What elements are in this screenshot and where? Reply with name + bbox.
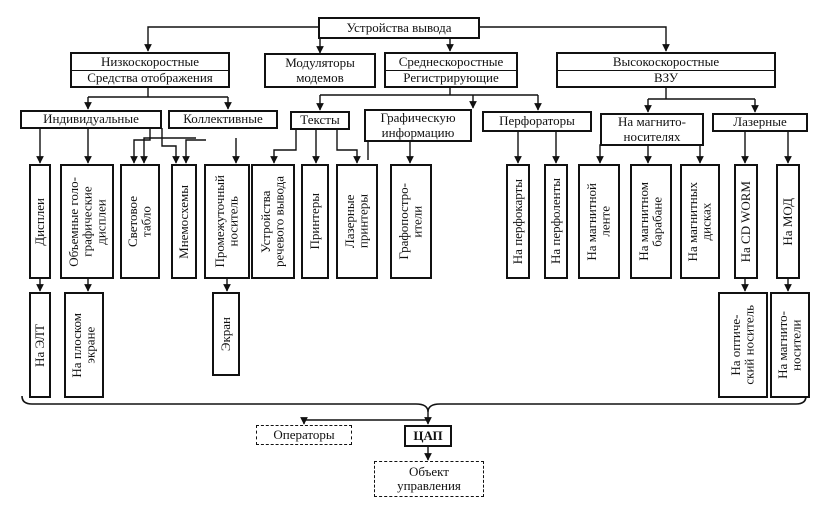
high-speed-label: Высокоскоростные [612, 53, 720, 69]
high-speed-group: Высокоскоростные ВЗУ [556, 52, 776, 88]
display-means-label: Средства отображения [72, 69, 228, 87]
magnetic-tape-box: На магнитной ленте [578, 164, 620, 279]
dac-box: ЦАП [404, 425, 452, 447]
punch-tapes-box: На перфоленты [544, 164, 568, 279]
crt-box: На ЭЛТ [29, 292, 51, 398]
flat-screen-box: На плоском экране [64, 292, 104, 398]
mod-box: На МОД [776, 164, 800, 279]
modulators-modems: Модуляторы модемов [264, 53, 376, 88]
punch-cards-box: На перфокарты [506, 164, 530, 279]
root-output-devices: Устройства вывода [318, 17, 480, 39]
magnetic-media-box: На магнито- носителях [600, 113, 704, 146]
collective-box: Коллективные [168, 110, 278, 129]
magneto-carriers-box: На магнито- носители [770, 292, 810, 398]
displays-box: Дисплеи [29, 164, 51, 279]
screen-box: Экран [212, 292, 240, 376]
plotters-box: Графопостро- ители [390, 164, 432, 279]
printers-box: Принтеры [301, 164, 329, 279]
magnetic-drum-box: На магнитном барабане [630, 164, 672, 279]
low-speed-group: Низкоскоростные Средства отображения [70, 52, 230, 88]
intermediate-carrier-box: Промежуточный носитель [204, 164, 250, 279]
low-speed-label: Низкоскоростные [100, 53, 200, 69]
magnetic-disks-box: На магнитных дисках [680, 164, 720, 279]
recording-label: Регистрирующие [386, 69, 516, 87]
external-storage-label: ВЗУ [558, 69, 774, 87]
speech-output-box: Устройства речевого вывода [251, 164, 295, 279]
light-board-box: Световое табло [120, 164, 160, 279]
operators-box: Операторы [256, 425, 352, 445]
texts-box: Тексты [290, 111, 350, 130]
laser-box: Лазерные [712, 113, 808, 132]
holographic-displays-box: Объемные голо- графические дисплеи [60, 164, 114, 279]
optical-carrier-box: На оптиче- ский носитель [718, 292, 768, 398]
graphic-info-box: Графическую информацию [364, 109, 472, 142]
mid-speed-group: Среднескоростные Регистрирующие [384, 52, 518, 88]
mnemonic-schemes-box: Мнемосхемы [171, 164, 197, 279]
cd-worm-box: На CD WORM [734, 164, 758, 279]
control-object-box: Объект управления [374, 461, 484, 497]
laser-printers-box: Лазерные принтеры [336, 164, 378, 279]
mid-speed-label: Среднескоростные [398, 53, 504, 69]
perforators-box: Перфораторы [482, 111, 592, 132]
individual-box: Индивидуальные [20, 110, 162, 129]
